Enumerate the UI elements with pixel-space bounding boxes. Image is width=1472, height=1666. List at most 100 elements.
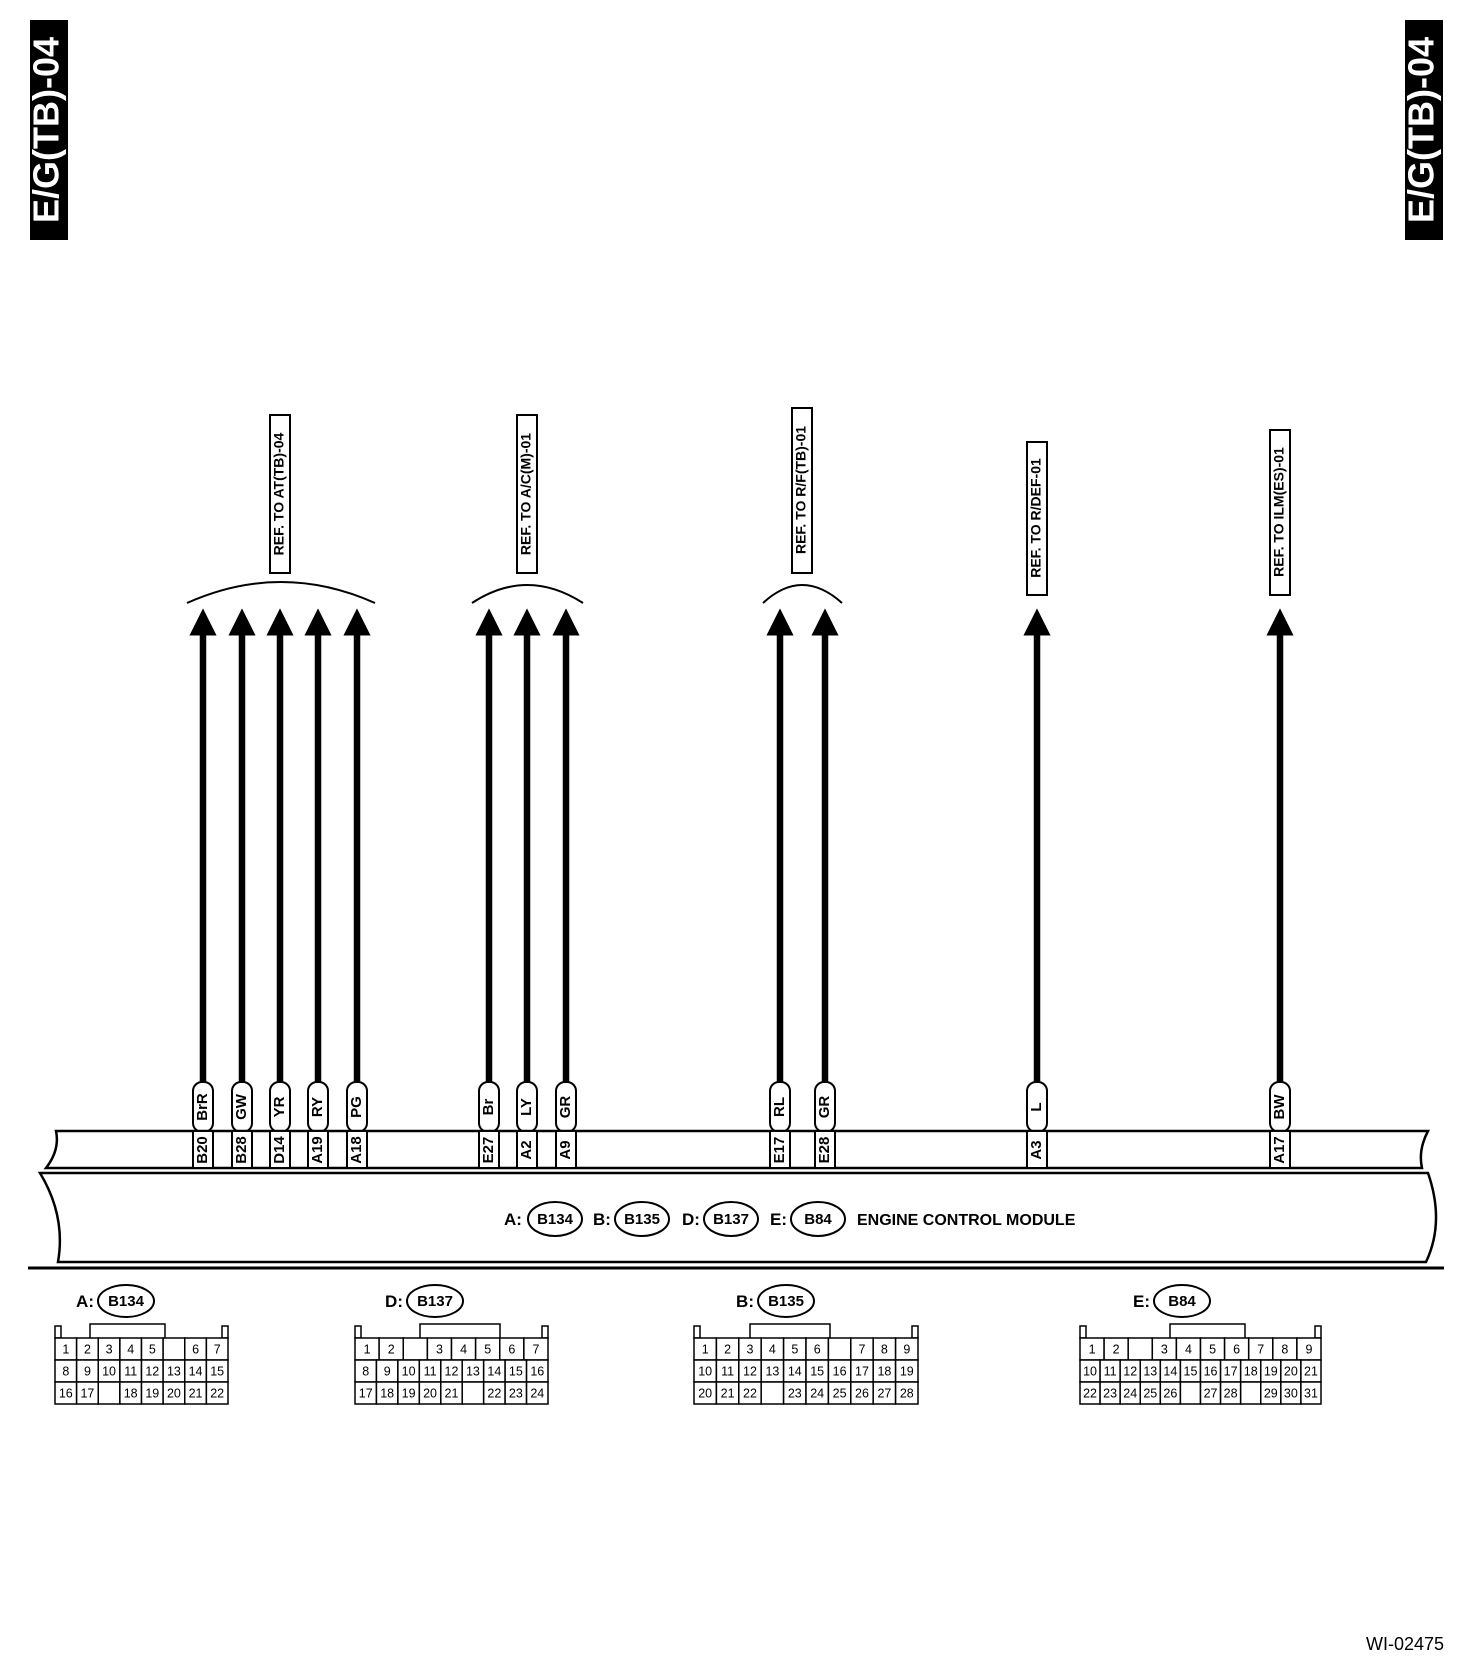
pin-cell: 6 [1223,1337,1250,1361]
pin-cell: 9 [1296,1337,1322,1361]
ref-label-at-tb-04: REF. TO AT(TB)-04 [269,414,291,574]
svg-text:4: 4 [127,1342,134,1356]
svg-text:12: 12 [145,1364,159,1378]
svg-text:E17: E17 [771,1137,788,1164]
wire-a2: LY [513,608,541,1133]
pin-cell: 2 [378,1337,404,1361]
svg-text:24: 24 [810,1386,824,1400]
pin-cell: 13 [1139,1359,1162,1383]
pin-cell [827,1337,852,1361]
svg-text:3: 3 [747,1342,754,1356]
svg-text:23: 23 [509,1386,523,1400]
connector-badge-b134 [527,1201,583,1237]
pin-cell: 17 [354,1381,378,1405]
svg-text:14: 14 [1163,1364,1177,1378]
svg-text:3: 3 [1161,1342,1168,1356]
ecm-harness-band [43,1129,1431,1170]
svg-text:D:: D: [682,1210,700,1229]
group-arc-ac [471,584,584,604]
svg-text:19: 19 [145,1386,159,1400]
pin-cell: 23 [782,1381,807,1405]
pin-cell: 5 [140,1337,164,1361]
svg-text:16: 16 [833,1364,847,1378]
svg-text:8: 8 [1281,1342,1288,1356]
svg-text:B28: B28 [233,1136,250,1164]
pin-cell: 7 [1247,1337,1274,1361]
svg-text:B134: B134 [537,1211,574,1228]
svg-text:D14: D14 [271,1136,288,1164]
pin-cell: 6 [499,1337,525,1361]
pin-cell [162,1337,186,1361]
pin-cell: 12 [738,1359,762,1383]
pin-cell: 5 [1199,1337,1226,1361]
svg-text:REF. TO ILM(ES)-01: REF. TO ILM(ES)-01 [1271,447,1287,577]
pin-cell: 27 [872,1381,897,1405]
svg-text:6: 6 [1233,1342,1240,1356]
pin-cell: 12 [1119,1359,1141,1383]
svg-text:11: 11 [721,1364,734,1378]
svg-text:E28: E28 [816,1137,833,1164]
wire-e17: RL [766,608,794,1133]
pin-cell: 16 [54,1381,78,1405]
pin-cell: 8 [872,1337,897,1361]
pin-cell: 27 [1199,1381,1222,1405]
svg-text:10: 10 [1083,1364,1097,1378]
svg-text:8: 8 [362,1364,369,1378]
wire-e28: GR [811,608,839,1133]
pin-label-d14: D14 [269,1130,291,1169]
pin-cell: 22 [738,1381,762,1405]
pin-cell: 3 [97,1337,121,1361]
svg-text:6: 6 [508,1342,515,1356]
svg-text:E:: E: [770,1210,787,1229]
svg-text:19: 19 [900,1364,914,1378]
svg-text:5: 5 [149,1342,156,1356]
pin-cell: 1 [693,1337,718,1361]
svg-text:26: 26 [855,1386,869,1400]
wire-e27: Br [475,608,503,1133]
page-tag-left: E/G(TB)-04 [26,20,68,240]
pin-cell: 31 [1300,1381,1322,1405]
pin-cell: 24 [525,1381,549,1405]
pin-cell: 21 [184,1381,208,1405]
svg-text:18: 18 [1244,1364,1258,1378]
pin-cell: 9 [75,1359,99,1383]
connector-latch [911,1325,919,1339]
svg-text:B134: B134 [108,1293,145,1310]
svg-text:4: 4 [769,1342,776,1356]
wire-b20: BrR [189,608,217,1133]
ecm-connector-list: A: B134 B: B135 D: B137 E: B84 ENGINE CO… [504,1201,1076,1237]
svg-text:20: 20 [1284,1364,1298,1378]
pin-label-e27: E27 [478,1130,500,1169]
pin-label-a17: A17 [1269,1130,1291,1169]
pin-cell: 19 [1260,1359,1282,1383]
pin-label-a3: A3 [1026,1130,1048,1169]
pin-cell: 25 [1139,1381,1162,1405]
svg-text:B137: B137 [713,1211,749,1228]
svg-text:21: 21 [721,1386,735,1400]
pin-cell: 28 [1219,1381,1242,1405]
svg-text:B84: B84 [804,1211,832,1228]
svg-text:22: 22 [743,1386,757,1400]
pin-cell: 18 [872,1359,897,1383]
svg-text:4: 4 [460,1342,467,1356]
svg-text:13: 13 [167,1364,181,1378]
svg-text:REF. TO AT(TB)-04: REF. TO AT(TB)-04 [271,432,287,555]
connector-badge [1153,1284,1211,1318]
pin-cell: 26 [1159,1381,1182,1405]
ref-label-r-def-01: REF. TO R/DEF-01 [1026,441,1048,596]
page-tag-left-text: E/G(TB)-04 [26,37,67,223]
connector-latch [1314,1325,1322,1339]
svg-text:2: 2 [84,1342,91,1356]
pin-cell: 20 [162,1381,186,1405]
svg-text:17: 17 [1224,1364,1238,1378]
svg-text:7: 7 [859,1342,866,1356]
svg-text:GR: GR [816,1096,833,1119]
svg-text:11: 11 [1104,1364,1117,1378]
pin-cell: 19 [397,1381,421,1405]
svg-text:PG: PG [348,1096,365,1118]
pin-cell: 22 [205,1381,229,1405]
svg-text:25: 25 [833,1386,847,1400]
connector-badge [757,1284,815,1318]
svg-text:16: 16 [59,1386,73,1400]
